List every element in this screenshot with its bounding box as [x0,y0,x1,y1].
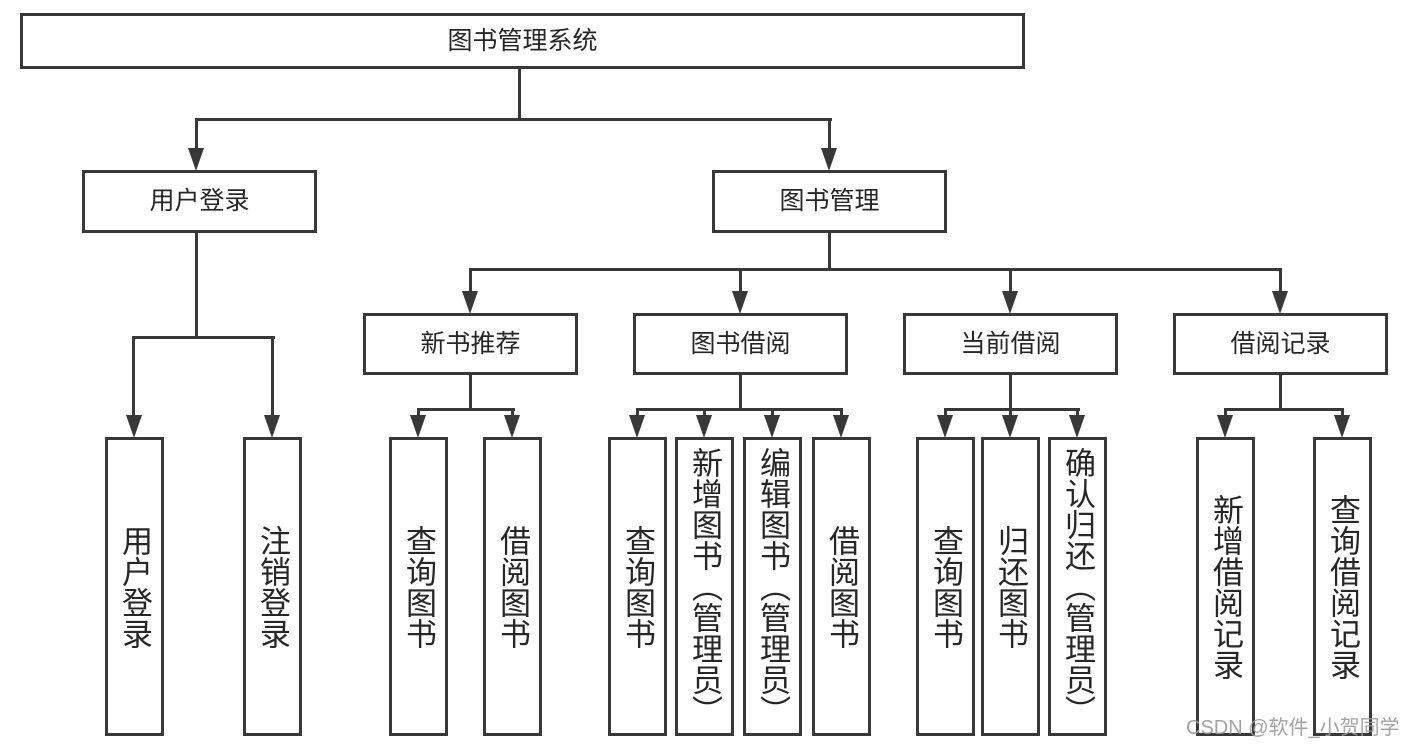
connector-line [771,408,774,418]
arrow-down-icon [833,415,849,438]
node-label: 新书推荐 [420,329,521,358]
connector-line [1009,408,1012,418]
arrow-down-icon [1334,415,1350,438]
node-label: 编辑图书（管理员） [755,447,790,726]
connector-line [271,336,274,417]
connector-line [636,408,843,411]
node-user-login: 用户登录 [82,170,317,233]
node-label: 新增图书（管理员） [687,447,722,726]
node-label: 查询图书 [401,524,436,649]
arrow-down-icon [410,415,426,438]
arrow-down-icon [629,415,645,438]
leaf-borrow-books-recommend: 借阅图书 [483,437,542,736]
node-library-management-system: 图书管理系统 [20,13,1025,69]
connector-line [840,408,843,418]
arrow-down-icon [1272,291,1288,314]
arrow-down-icon [462,291,478,314]
arrow-down-icon [188,148,204,171]
connector-line [636,408,639,418]
node-book-borrowing: 图书借阅 [633,313,848,375]
connector-line [195,118,832,121]
leaf-add-books-admin: 新增图书（管理员） [675,437,734,736]
node-new-book-recommendation: 新书推荐 [363,313,578,375]
node-label: 图书借阅 [690,329,791,358]
leaf-confirm-return-admin: 确认归还（管理员） [1048,437,1107,736]
connector-line [132,336,135,417]
connector-line [469,268,472,294]
node-label: 查询借阅记录 [1325,493,1360,680]
arrow-down-icon [264,415,280,438]
arrow-down-icon [764,415,780,438]
node-label: 确认归还（管理员） [1060,447,1095,726]
arrow-down-icon [732,291,748,314]
connector-line [703,408,706,418]
leaf-edit-books-admin: 编辑图书（管理员） [743,437,802,736]
leaf-query-borrow-record: 查询借阅记录 [1313,437,1372,736]
connector-line [944,408,1080,411]
connector-line [1279,268,1282,294]
leaf-borrow-books: 借阅图书 [812,437,871,736]
node-label: 归还图书 [993,524,1028,649]
connector-line [518,68,521,121]
connector-line [1009,374,1012,410]
connector-line [1341,408,1344,418]
arrow-down-icon [937,415,953,438]
connector-line [944,408,947,418]
connector-line [195,118,198,150]
leaf-user-login: 用户登录 [105,437,164,736]
leaf-logout: 注销登录 [243,437,302,736]
connector-line [469,374,472,410]
node-label: 查询图书 [620,524,655,649]
node-label: 图书管理 [779,187,880,215]
connector-line [195,233,198,339]
arrow-down-icon [1069,415,1085,438]
csdn-watermark: CSDN @软件_小贺同学 [1186,717,1400,739]
node-label: 借阅记录 [1230,329,1331,358]
connector-line [1224,408,1227,418]
node-label: 注销登录 [255,524,290,649]
node-label: 借阅图书 [824,524,859,649]
connector-line [417,408,515,411]
arrow-down-icon [696,415,712,438]
connector-line [828,118,831,150]
connector-line [1224,408,1344,411]
node-label: 查询图书 [928,524,963,649]
connector-line [739,374,742,410]
connector-line [469,268,1282,271]
node-label: 新增借阅记录 [1208,493,1243,680]
arrow-down-icon [126,415,142,438]
connector-line [511,408,514,418]
node-label: 用户登录 [117,524,152,649]
leaf-query-books-current: 查询图书 [916,437,975,736]
arrow-down-icon [1002,415,1018,438]
arrow-down-icon [1002,291,1018,314]
node-label: 用户登录 [149,187,250,215]
arrow-down-icon [504,415,520,438]
node-book-management: 图书管理 [712,170,947,233]
arrow-down-icon [821,148,837,171]
leaf-add-borrow-record: 新增借阅记录 [1196,437,1255,736]
leaf-return-books: 归还图书 [981,437,1040,736]
connector-line [132,336,275,339]
leaf-query-books-borrowing: 查询图书 [608,437,667,736]
node-current-borrowing: 当前借阅 [903,313,1118,375]
node-label: 当前借阅 [960,329,1061,358]
arrow-down-icon [1217,415,1233,438]
leaf-query-books-recommend: 查询图书 [389,437,448,736]
connector-line [828,233,831,271]
connector-line [1279,374,1282,410]
connector-line [1076,408,1079,418]
node-label: 借阅图书 [495,524,530,649]
connector-line [1009,268,1012,294]
connector-line [739,268,742,294]
node-borrowing-records: 借阅记录 [1173,313,1388,375]
node-label: 图书管理系统 [447,26,598,55]
connector-line [417,408,420,418]
